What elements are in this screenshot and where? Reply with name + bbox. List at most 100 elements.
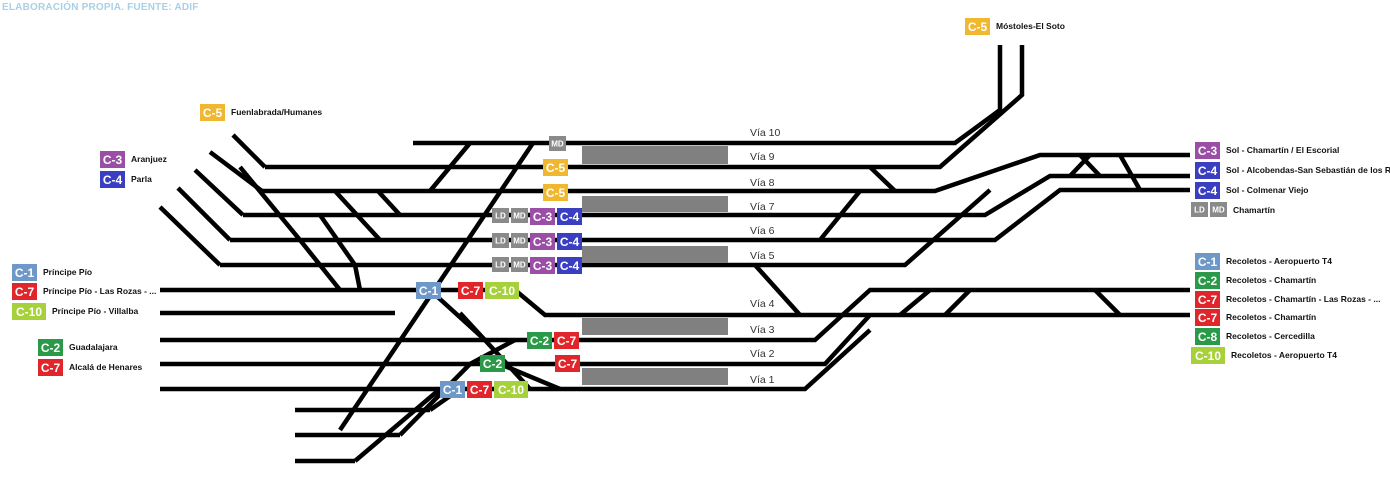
badge-bg — [492, 233, 509, 248]
badge-c-7: C-7 — [1195, 309, 1220, 326]
badge-text: C-7 — [1198, 311, 1218, 325]
badge-text: C-4 — [560, 235, 580, 249]
badge-c-2: C-2 — [38, 339, 63, 356]
track-segment — [298, 238, 342, 292]
badge-c-4: C-4 — [100, 171, 125, 188]
badge-md: MD — [511, 208, 528, 223]
track-segment — [158, 205, 222, 267]
badge-c-3: C-3 — [530, 208, 555, 225]
badge-bg — [458, 282, 483, 299]
badge-bg — [100, 171, 125, 188]
badge-text: C-2 — [41, 341, 61, 355]
service-label: Móstoles-El Soto — [996, 21, 1065, 31]
via-label: Vía 9 — [750, 151, 775, 163]
badge-text: C-2 — [530, 334, 550, 348]
badge-text: C-4 — [103, 173, 123, 187]
service-label: Fuenlabrada/Humanes — [231, 107, 322, 117]
badge-bg — [1195, 272, 1220, 289]
badge-text: MD — [513, 260, 526, 269]
badge-text: C-8 — [1198, 330, 1218, 344]
badge-ld: LD — [492, 257, 509, 272]
badge-text: C-10 — [1195, 349, 1221, 363]
service-label: Recoletos - Cercedilla — [1226, 331, 1315, 341]
badge-c-4: C-4 — [1195, 182, 1220, 199]
service-label: Recoletos - Chamartín - Las Rozas - ... — [1226, 294, 1380, 304]
badge-text: C-1 — [419, 284, 439, 298]
track-segment — [231, 133, 267, 169]
service-label: Príncipe Pío — [43, 267, 92, 277]
badge-c-4: C-4 — [557, 233, 582, 250]
track-via-6 — [230, 187, 1190, 243]
badge-bg — [555, 355, 580, 372]
via-label: Vía 3 — [750, 324, 775, 336]
badge-bg — [416, 282, 441, 299]
badge-text: MD — [551, 139, 564, 148]
track-via-8 — [262, 152, 1190, 194]
badge-bg — [1195, 142, 1220, 159]
badge-text: MD — [1212, 205, 1225, 214]
badge-text: LD — [495, 236, 506, 245]
badge-text: C-3 — [533, 259, 553, 273]
badge-bg — [492, 208, 509, 223]
service-label: Guadalajara — [69, 342, 118, 352]
badge-text: C-10 — [16, 305, 42, 319]
platform — [582, 196, 728, 212]
track-segment — [352, 264, 363, 291]
track-segment — [898, 288, 932, 317]
service-label: Príncipe Pío - Villalba — [52, 306, 139, 316]
tracks-layer — [158, 45, 1190, 464]
track-segment — [376, 189, 402, 217]
badge-c-8: C-8 — [1195, 328, 1220, 345]
track-segment — [238, 165, 302, 242]
badge-text: MD — [513, 211, 526, 220]
badge-bg — [1195, 253, 1220, 270]
service-label: Recoletos - Chamartín — [1226, 312, 1316, 322]
badge-c-3: C-3 — [1195, 142, 1220, 159]
badge-text: C-3 — [533, 235, 553, 249]
badge-text: LD — [495, 211, 506, 220]
badge-bg — [557, 233, 582, 250]
badge-bg — [554, 332, 579, 349]
badge-bg — [1191, 202, 1208, 217]
track-segment — [943, 288, 972, 317]
service-label: Sol - Colmenar Viejo — [1226, 185, 1309, 195]
badge-text: C-7 — [41, 361, 61, 375]
badge-bg — [1195, 182, 1220, 199]
badge-text: C-5 — [203, 106, 223, 120]
badge-ld: LD — [1191, 202, 1208, 217]
badge-c-7: C-7 — [1195, 291, 1220, 308]
track-segment — [499, 361, 561, 392]
track-via-7 — [243, 173, 1190, 218]
badge-bg — [530, 257, 555, 274]
badge-bg — [1191, 347, 1225, 364]
badge-c-7: C-7 — [458, 282, 483, 299]
track-segment — [468, 338, 517, 366]
via-label: Vía 8 — [750, 177, 775, 189]
badge-bg — [12, 283, 37, 300]
badge-bg — [440, 381, 465, 398]
badge-md: MD — [1210, 202, 1227, 217]
badge-c-2: C-2 — [527, 332, 552, 349]
service-label: Recoletos - Aeropuerto T4 — [1231, 350, 1337, 360]
via-label: Vía 7 — [750, 201, 775, 213]
badge-text: C-3 — [533, 210, 553, 224]
track-segment — [176, 186, 232, 242]
badge-bg — [511, 208, 528, 223]
platforms-layer — [582, 146, 728, 385]
track-segment — [753, 263, 802, 317]
source-caption: ELABORACIÓN PROPIA. FUENTE: ADIF — [2, 2, 199, 13]
badge-c-4: C-4 — [557, 257, 582, 274]
platform — [582, 318, 728, 335]
badge-c-4: C-4 — [1195, 162, 1220, 179]
badge-text: C-7 — [15, 285, 35, 299]
track-via-9 — [265, 45, 1025, 170]
track-segment — [818, 189, 862, 242]
badge-bg — [100, 151, 125, 168]
badge-md: MD — [511, 233, 528, 248]
service-label: Chamartín — [1233, 205, 1275, 215]
badge-bg — [530, 233, 555, 250]
badge-bg — [1195, 309, 1220, 326]
badge-text: C-3 — [103, 153, 123, 167]
badge-ld: LD — [492, 208, 509, 223]
badge-c-10: C-10 — [485, 282, 519, 299]
